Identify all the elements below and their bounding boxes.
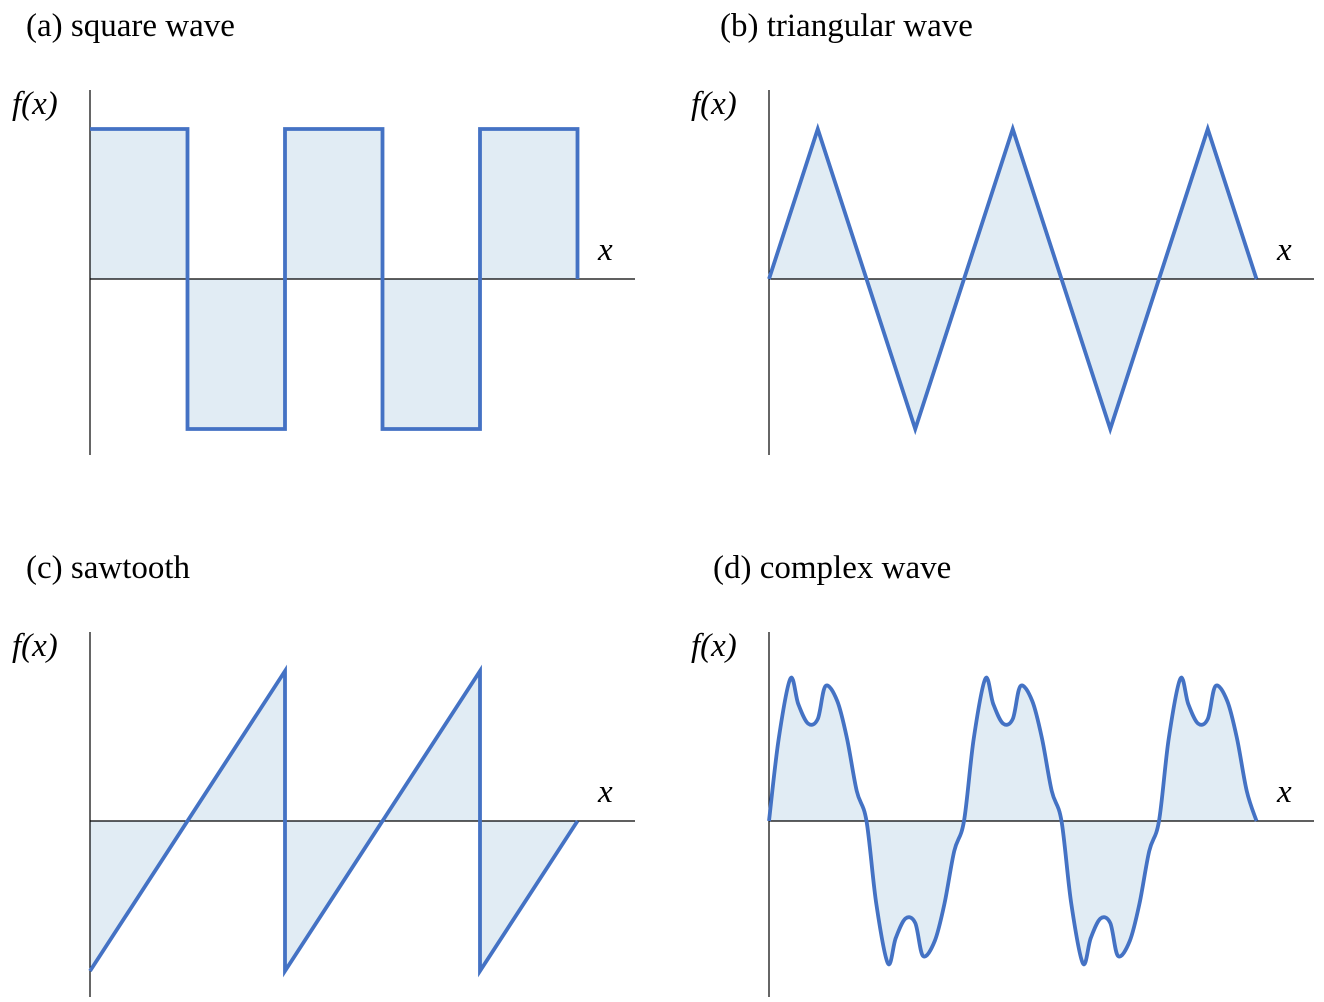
chart-panel-square: (a) square wave f(x) x xyxy=(0,0,662,501)
y-axis-label: f(x) xyxy=(12,86,58,122)
x-axis-label: x xyxy=(1277,774,1292,810)
plot-area xyxy=(767,90,1314,455)
chart-panel-sawtooth: (c) sawtooth f(x) x xyxy=(0,542,662,1002)
series-line xyxy=(767,122,1259,436)
plot-area xyxy=(767,632,1314,997)
chart-panel-triangle: (b) triangular wave f(x) x xyxy=(679,0,1324,501)
x-axis-label: x xyxy=(1277,232,1292,268)
y-axis-label: f(x) xyxy=(12,628,58,664)
series-line xyxy=(767,675,1259,967)
y-axis-label: f(x) xyxy=(691,628,737,664)
plot-area xyxy=(89,90,635,455)
series-line xyxy=(88,664,580,978)
chart-title: (b) triangular wave xyxy=(720,8,973,44)
plot-area xyxy=(88,632,635,997)
series-line xyxy=(90,127,580,431)
x-axis-label: x xyxy=(598,774,613,810)
y-axis-label: f(x) xyxy=(691,86,737,122)
x-axis-label: x xyxy=(598,232,613,268)
chart-panel-complex: (d) complex wave f(x) x xyxy=(679,542,1324,1002)
chart-title: (d) complex wave xyxy=(713,550,952,586)
chart-title: (c) sawtooth xyxy=(26,550,191,586)
chart-title: (a) square wave xyxy=(26,8,235,44)
